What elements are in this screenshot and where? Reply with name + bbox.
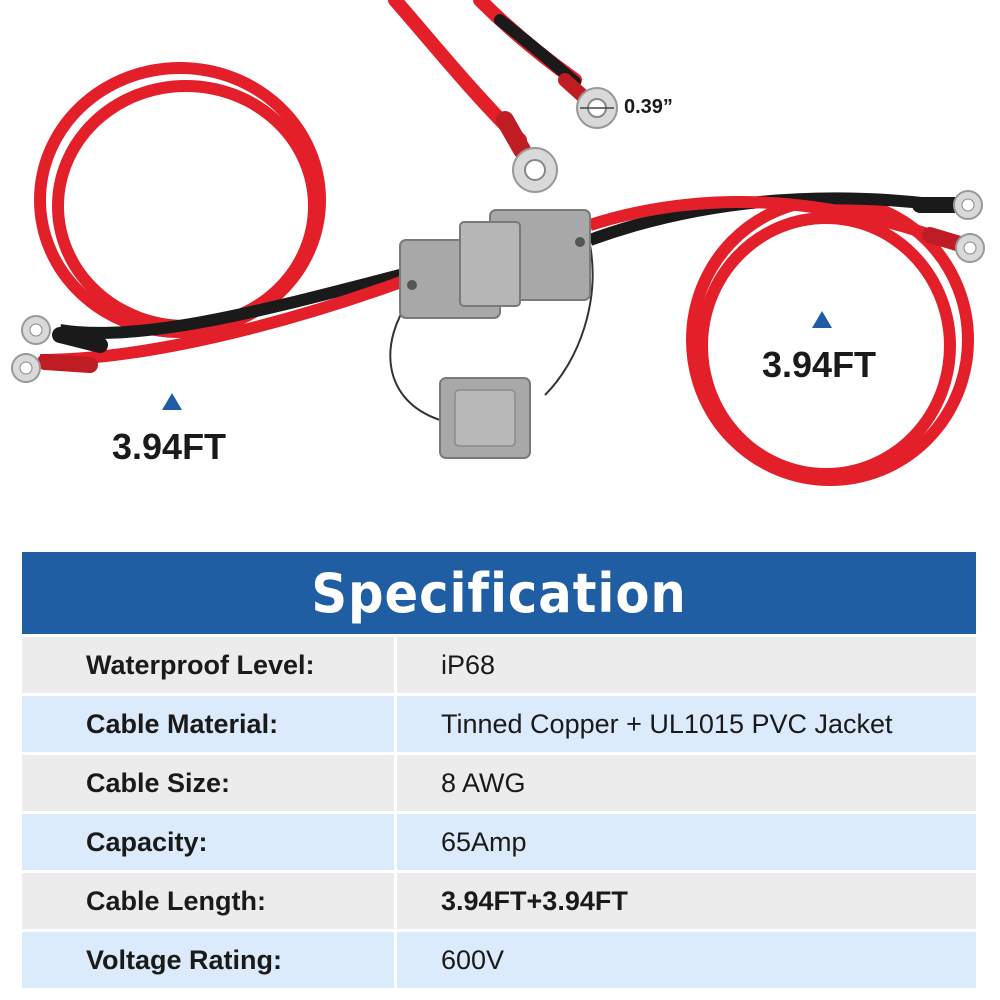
left-cable-coil [11, 62, 423, 383]
spec-key: Cable Length: [22, 873, 394, 929]
specification-header: Specification [22, 552, 976, 634]
ring-hole-size-label: 0.39” [624, 96, 673, 118]
right-cable-length-label: 3.94FT [762, 344, 877, 385]
spec-key: Capacity: [22, 814, 394, 870]
spec-row-material: Cable Material: Tinned Copper + UL1015 P… [22, 696, 976, 752]
spec-row-length: Cable Length: 3.94FT+3.94FT [22, 873, 976, 929]
spec-value: 65Amp [397, 814, 976, 870]
spec-row-waterproof: Waterproof Level: iP68 [22, 637, 976, 693]
spec-value: 600V [397, 932, 976, 988]
cable-drawing [11, 0, 985, 486]
right-cable-coil [587, 190, 985, 486]
spec-key: Waterproof Level: [22, 637, 394, 693]
spec-row-voltage: Voltage Rating: 600V [22, 932, 976, 988]
specification-table: Specification Waterproof Level: iP68 Cab… [22, 552, 976, 988]
spec-value: iP68 [397, 637, 976, 693]
spec-row-capacity: Capacity: 65Amp [22, 814, 976, 870]
specification-title: Specification [311, 561, 687, 625]
top-terminal-cables [388, 0, 618, 193]
spec-key: Cable Material: [22, 696, 394, 752]
spec-value: Tinned Copper + UL1015 PVC Jacket [397, 696, 976, 752]
product-illustration: 0.39” 3.94FT 3.94FT [11, 0, 985, 486]
triangle-up-icon [162, 393, 182, 410]
spec-value: 3.94FT+3.94FT [397, 873, 976, 929]
anderson-connector [389, 209, 594, 459]
spec-key: Cable Size: [22, 755, 394, 811]
left-cable-length-label: 3.94FT [112, 426, 227, 467]
spec-key: Voltage Rating: [22, 932, 394, 988]
spec-value: 8 AWG [397, 755, 976, 811]
triangle-up-icon [812, 311, 832, 328]
spec-row-size: Cable Size: 8 AWG [22, 755, 976, 811]
